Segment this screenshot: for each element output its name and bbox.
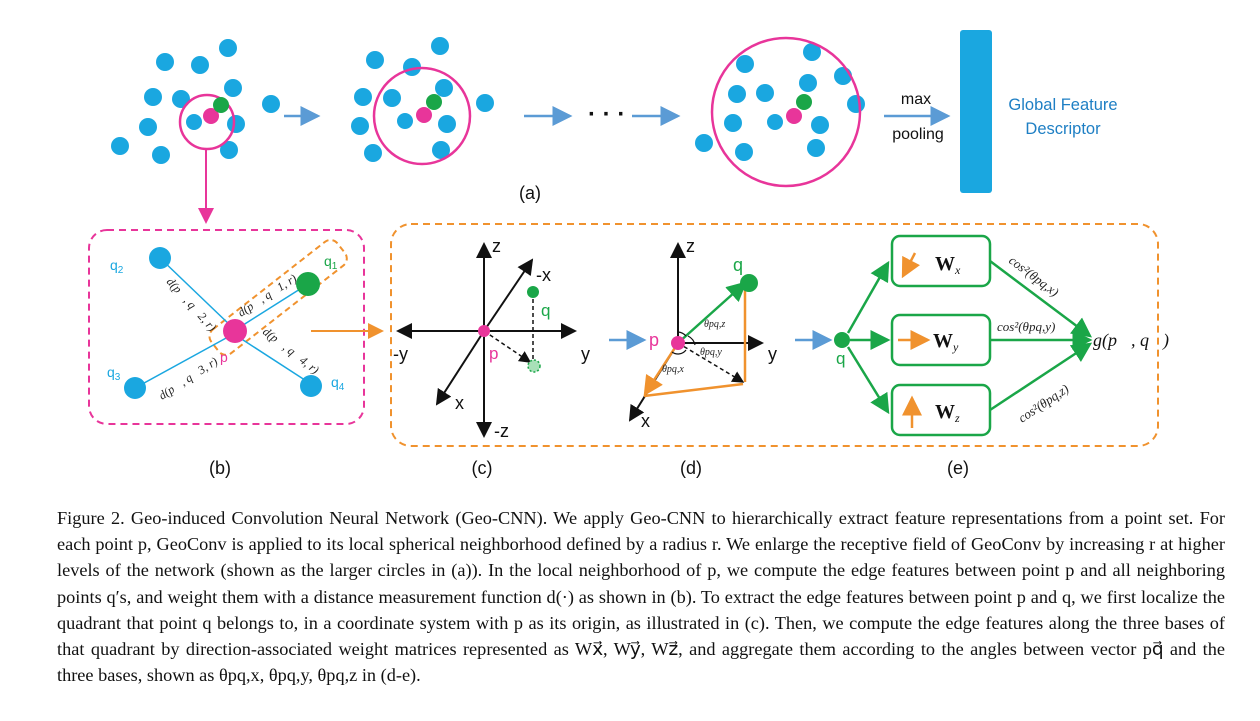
label-theta-x: θpq,x xyxy=(662,364,684,375)
label-q: q xyxy=(733,255,743,275)
angle-arc-y xyxy=(687,335,696,346)
label-wy: Wy⃗ xyxy=(933,330,968,354)
neighbor-point-q xyxy=(213,97,229,113)
panel-c-label: (c) xyxy=(472,458,493,478)
point-cluster-3 xyxy=(695,43,865,161)
point-q2 xyxy=(149,247,171,269)
label-cos-x: cos²(θpq,x) xyxy=(1006,252,1062,299)
point-q3 xyxy=(124,377,146,399)
global-feature-bar xyxy=(960,30,992,193)
panel-b-label: (b) xyxy=(209,458,231,478)
neighborhood-circle-large xyxy=(710,36,862,188)
label-q: q xyxy=(836,349,845,368)
projected-point xyxy=(527,359,541,373)
label-wz: Wz⃗ xyxy=(935,401,969,425)
label-theta-z: θpq,z xyxy=(704,319,725,330)
label-q1: q1 xyxy=(324,253,338,272)
point-q xyxy=(740,274,758,292)
label-neg-x: -x xyxy=(536,265,551,285)
point-p xyxy=(478,325,490,337)
proj-x xyxy=(643,342,680,397)
label-q4: q4 xyxy=(331,374,345,393)
panel-d: z y x p q θpq,z θpq,y θpq,x (d) xyxy=(628,236,777,478)
distance-label-q3: d(p⃗, q⃗3, r) xyxy=(156,354,220,402)
label-wx: Wx⃗ xyxy=(935,253,970,277)
label-q: q xyxy=(541,301,550,320)
edge-to-wz xyxy=(846,346,890,415)
label-q2: q2 xyxy=(110,257,124,276)
proj-bottom xyxy=(643,382,744,398)
projection-line-diagonal xyxy=(483,330,532,363)
neighborhood-circle-medium xyxy=(372,66,472,166)
edge-wx-g xyxy=(989,260,1092,338)
center-point-p xyxy=(786,108,802,124)
direction-x-icon xyxy=(901,252,920,279)
label-p: p xyxy=(489,344,498,363)
point-q xyxy=(834,332,850,348)
point-cluster-2 xyxy=(351,37,494,162)
panel-e-label: (e) xyxy=(947,458,969,478)
edge-q2-p xyxy=(159,257,233,328)
label-z: z xyxy=(686,236,695,256)
point-p xyxy=(671,336,685,350)
label-neg-y: -y xyxy=(393,344,408,364)
panel-b: q2 q1 q3 q4 p d(p⃗, q⃗2, r) d(p⃗, q⃗1, r… xyxy=(88,229,365,478)
point-cluster-1 xyxy=(111,39,280,164)
proj-diagonal xyxy=(677,342,745,383)
neighbor-point-q xyxy=(796,94,812,110)
point-p xyxy=(223,319,247,343)
edge-q3-p xyxy=(134,336,229,389)
point-q4 xyxy=(300,375,322,397)
label-x: x xyxy=(641,411,650,431)
vector-pq xyxy=(677,281,747,344)
highlight-pair-box xyxy=(208,238,348,356)
label-y: y xyxy=(581,344,590,364)
figure-caption: Figure 2. Geo-induced Convolution Neural… xyxy=(57,505,1225,688)
label-z: z xyxy=(492,236,501,256)
panel-cde-border xyxy=(390,223,1159,447)
diagram-canvas: · · · max pooling Global Feature Descrip… xyxy=(88,30,1169,478)
descriptor-label-2: Descriptor xyxy=(1025,120,1101,138)
panel-e: q Wx⃗ Wy⃗ Wz⃗ cos²(θpq,x) cos²(θpq,y) co… xyxy=(834,234,1169,478)
label-cos-y: cos²(θpq,y) xyxy=(997,319,1055,334)
ellipsis: · · · xyxy=(588,101,625,128)
panel-c: z -z -x x y -y p q (c) xyxy=(393,236,590,478)
panel-d-label: (d) xyxy=(680,458,702,478)
angle-arc-z xyxy=(677,331,687,337)
neighbor-point-q xyxy=(426,94,442,110)
label-theta-y: θpq,y xyxy=(700,347,722,358)
label-p: p xyxy=(649,330,659,350)
axis-x xyxy=(435,330,485,406)
point-q1 xyxy=(296,272,320,296)
descriptor-label-1: Global Feature xyxy=(1008,96,1117,114)
edge-to-wx xyxy=(846,260,890,334)
edge-wz-g xyxy=(989,342,1093,412)
edge-q1-p xyxy=(239,283,309,328)
center-point-p xyxy=(203,108,219,124)
label-p: p xyxy=(220,349,228,365)
caption-text: Figure 2. Geo-induced Convolution Neural… xyxy=(57,508,1225,686)
panel-a-label: (a) xyxy=(519,183,541,203)
distance-label-q2: d(p⃗, q⃗2, r) xyxy=(164,275,219,334)
axis-neg-x xyxy=(483,258,534,332)
edge-q4-p xyxy=(239,337,312,385)
label-neg-z: -z xyxy=(494,421,509,441)
angle-arc-x xyxy=(671,349,687,355)
label-q3: q3 xyxy=(107,364,121,383)
distance-label-q4: d(p⃗, q⃗4, r) xyxy=(260,324,322,376)
pooling-label: pooling xyxy=(892,126,944,143)
panel-a: · · · max pooling Global Feature Descrip… xyxy=(111,30,1118,203)
center-point-p xyxy=(416,107,432,123)
label-y: y xyxy=(768,344,777,364)
point-q xyxy=(527,286,539,298)
label-g: g(p⃗, q⃗) xyxy=(1093,330,1169,351)
max-label: max xyxy=(901,91,931,108)
label-x: x xyxy=(455,393,464,413)
